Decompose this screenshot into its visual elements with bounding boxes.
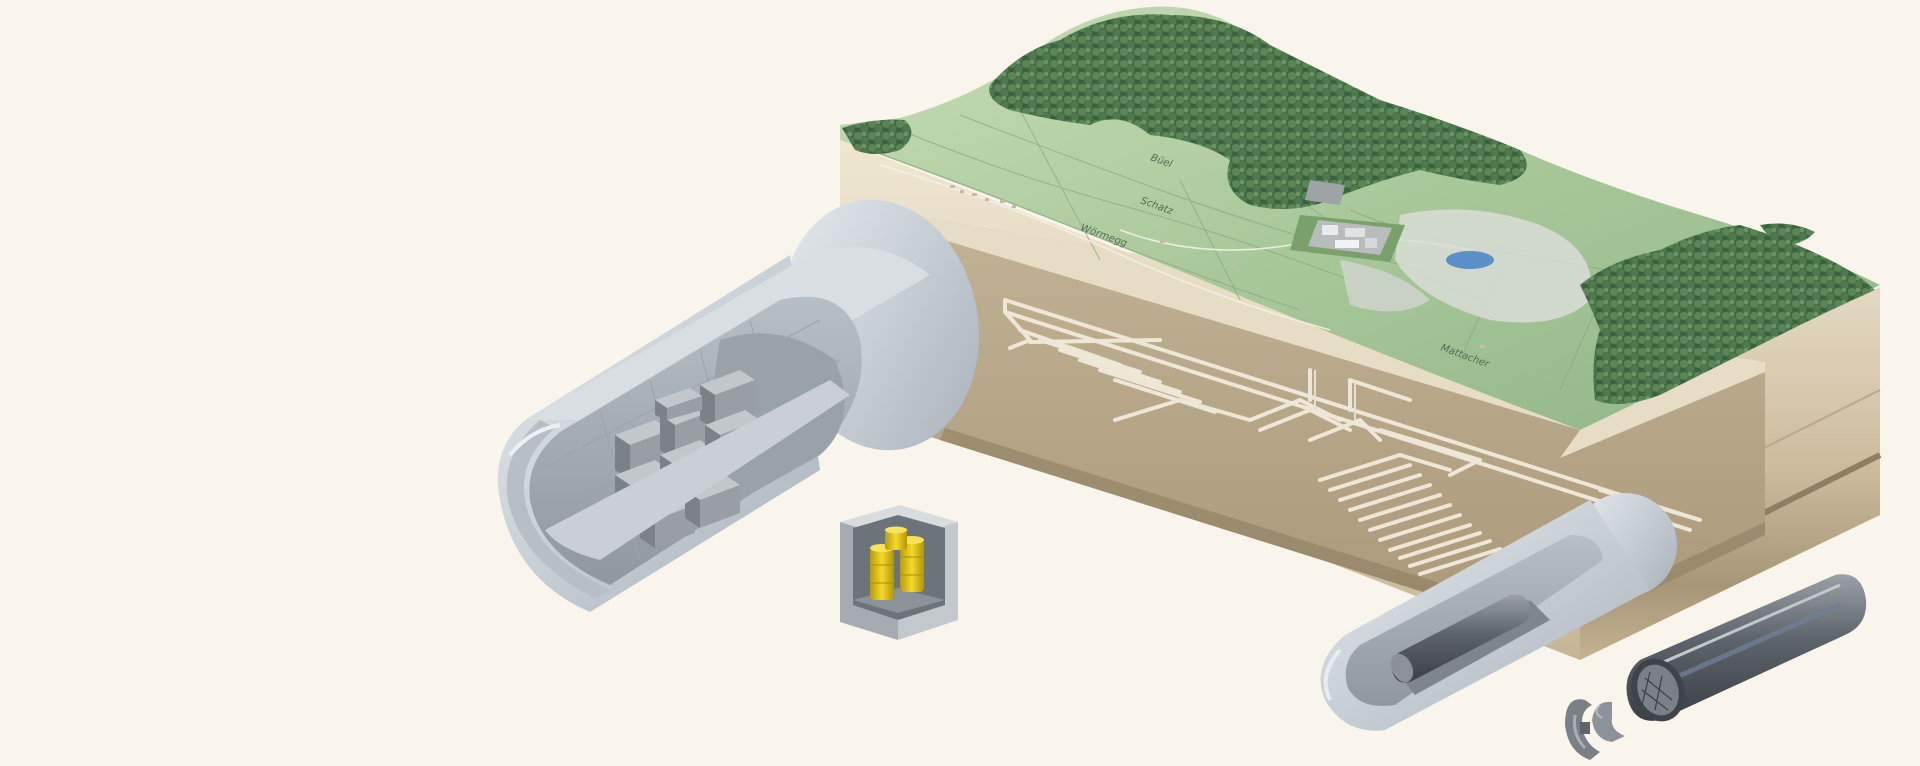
bentonite-block [1595,704,1603,719]
tunnel-rim-highlight [508,423,561,457]
hlw-tunnel-icon [1320,493,1677,731]
bentonite-block-icon [1565,699,1600,760]
bentonite-block-face [1573,714,1587,750]
tunnel-network-shafts [1314,370,1356,420]
tunnel-network-icon [1003,298,1702,576]
repository-cavity [850,205,1765,635]
lilw-tunnel-icon [497,199,979,612]
tunnel-floor [545,380,850,560]
waste-container-icon [840,505,958,640]
quarry-area [1395,209,1592,323]
waste-drum-icon [870,544,894,600]
bentonite-block-notch [1580,722,1590,734]
tunnel-front-rim [506,420,610,598]
canister-fuel-grid [1641,671,1673,711]
bentonite-block-icon [1592,701,1625,742]
forest-icon [1580,225,1875,404]
forest-icon [989,14,1527,210]
canister-end-ring [1637,664,1679,716]
surface-facility-icon [1290,180,1405,262]
container-block [655,388,702,420]
canister-highlight [1649,583,1841,670]
forest-icon [842,119,912,154]
canister-cutaway [1626,574,1867,722]
waste-drum-icon [885,526,907,550]
canister-inner-band [1668,602,1842,683]
village-buildings [950,185,1485,348]
bentonite-block [1592,701,1625,742]
canister-end [1390,653,1414,683]
terrain-block: Schatz Wörmegg Büel Mattacher [840,6,1882,660]
quarry-area [1340,260,1430,312]
forest-icon [1760,223,1815,246]
hlw-tunnel-rim [1323,648,1342,701]
pond-icon [1446,251,1494,269]
canister-icon [1391,594,1531,683]
